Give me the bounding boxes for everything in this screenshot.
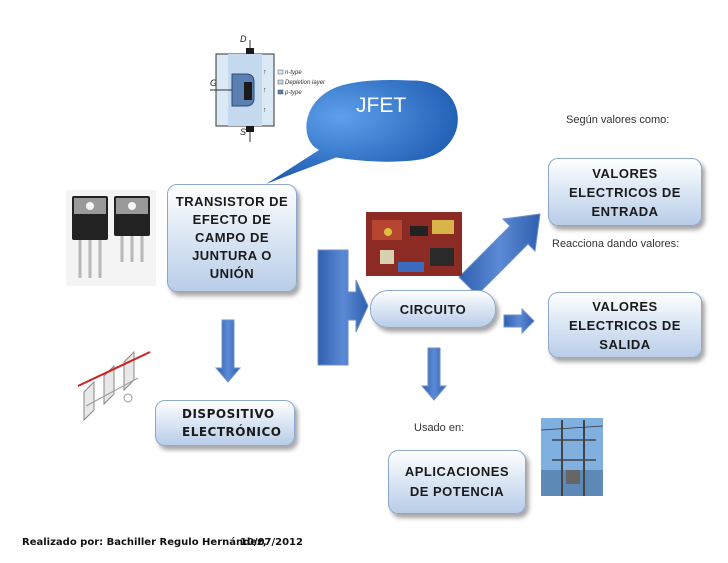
jfet-callout-label: JFET bbox=[356, 94, 407, 117]
legend-depletion: Depletion layer bbox=[285, 80, 326, 86]
circuit-board-photo bbox=[366, 212, 462, 276]
footer-date: 10/07/2012 bbox=[240, 537, 303, 548]
arrow-down-dispositivo bbox=[214, 319, 242, 383]
jfet-schematic: ↑ ↑ ↑ bbox=[210, 40, 284, 142]
salida-box: VALORES ELECTRICOS DE SALIDA bbox=[548, 292, 702, 358]
bracket-arrow bbox=[317, 249, 369, 366]
device-illustration bbox=[77, 350, 151, 422]
usado-note: Usado en: bbox=[414, 422, 465, 434]
arrow-diagonal-entrada bbox=[458, 213, 541, 296]
jfet-legend: n-type Depletion layer p-type bbox=[285, 68, 325, 98]
jfet-callout-bubble bbox=[261, 78, 459, 187]
terminal-d-label: D bbox=[240, 34, 247, 44]
circuito-box: CIRCUITO bbox=[370, 290, 496, 328]
entrada-box: VALORES ELECTRICOS DE ENTRADA bbox=[548, 158, 702, 226]
reacciona-note: Reacciona dando valores: bbox=[552, 238, 680, 250]
legend-ptype: p-type bbox=[285, 90, 302, 96]
transistor-photo bbox=[66, 190, 156, 286]
dispositivo-box: DISPOSITIVO ELECTRÓNICO bbox=[155, 400, 295, 446]
footer-author: Realizado por: Bachiller Regulo Hernánde… bbox=[22, 537, 267, 548]
transistor-box: TRANSISTOR DE EFECTO DE CAMPO DE JUNTURA… bbox=[167, 184, 297, 292]
svg-text:↑: ↑ bbox=[263, 87, 267, 94]
segun-note: Según valores como: bbox=[566, 114, 670, 126]
terminal-s-label: S bbox=[240, 127, 247, 137]
power-line-photo bbox=[540, 418, 604, 496]
svg-text:↑: ↑ bbox=[263, 69, 267, 76]
legend-ntype: n-type bbox=[285, 70, 302, 76]
arrow-down-aplicaciones bbox=[420, 347, 448, 401]
terminal-g-label: G bbox=[210, 78, 218, 88]
aplicaciones-box: APLICACIONES DE POTENCIA bbox=[388, 450, 526, 514]
svg-text:↑: ↑ bbox=[263, 107, 267, 114]
arrow-right-salida bbox=[503, 307, 535, 335]
